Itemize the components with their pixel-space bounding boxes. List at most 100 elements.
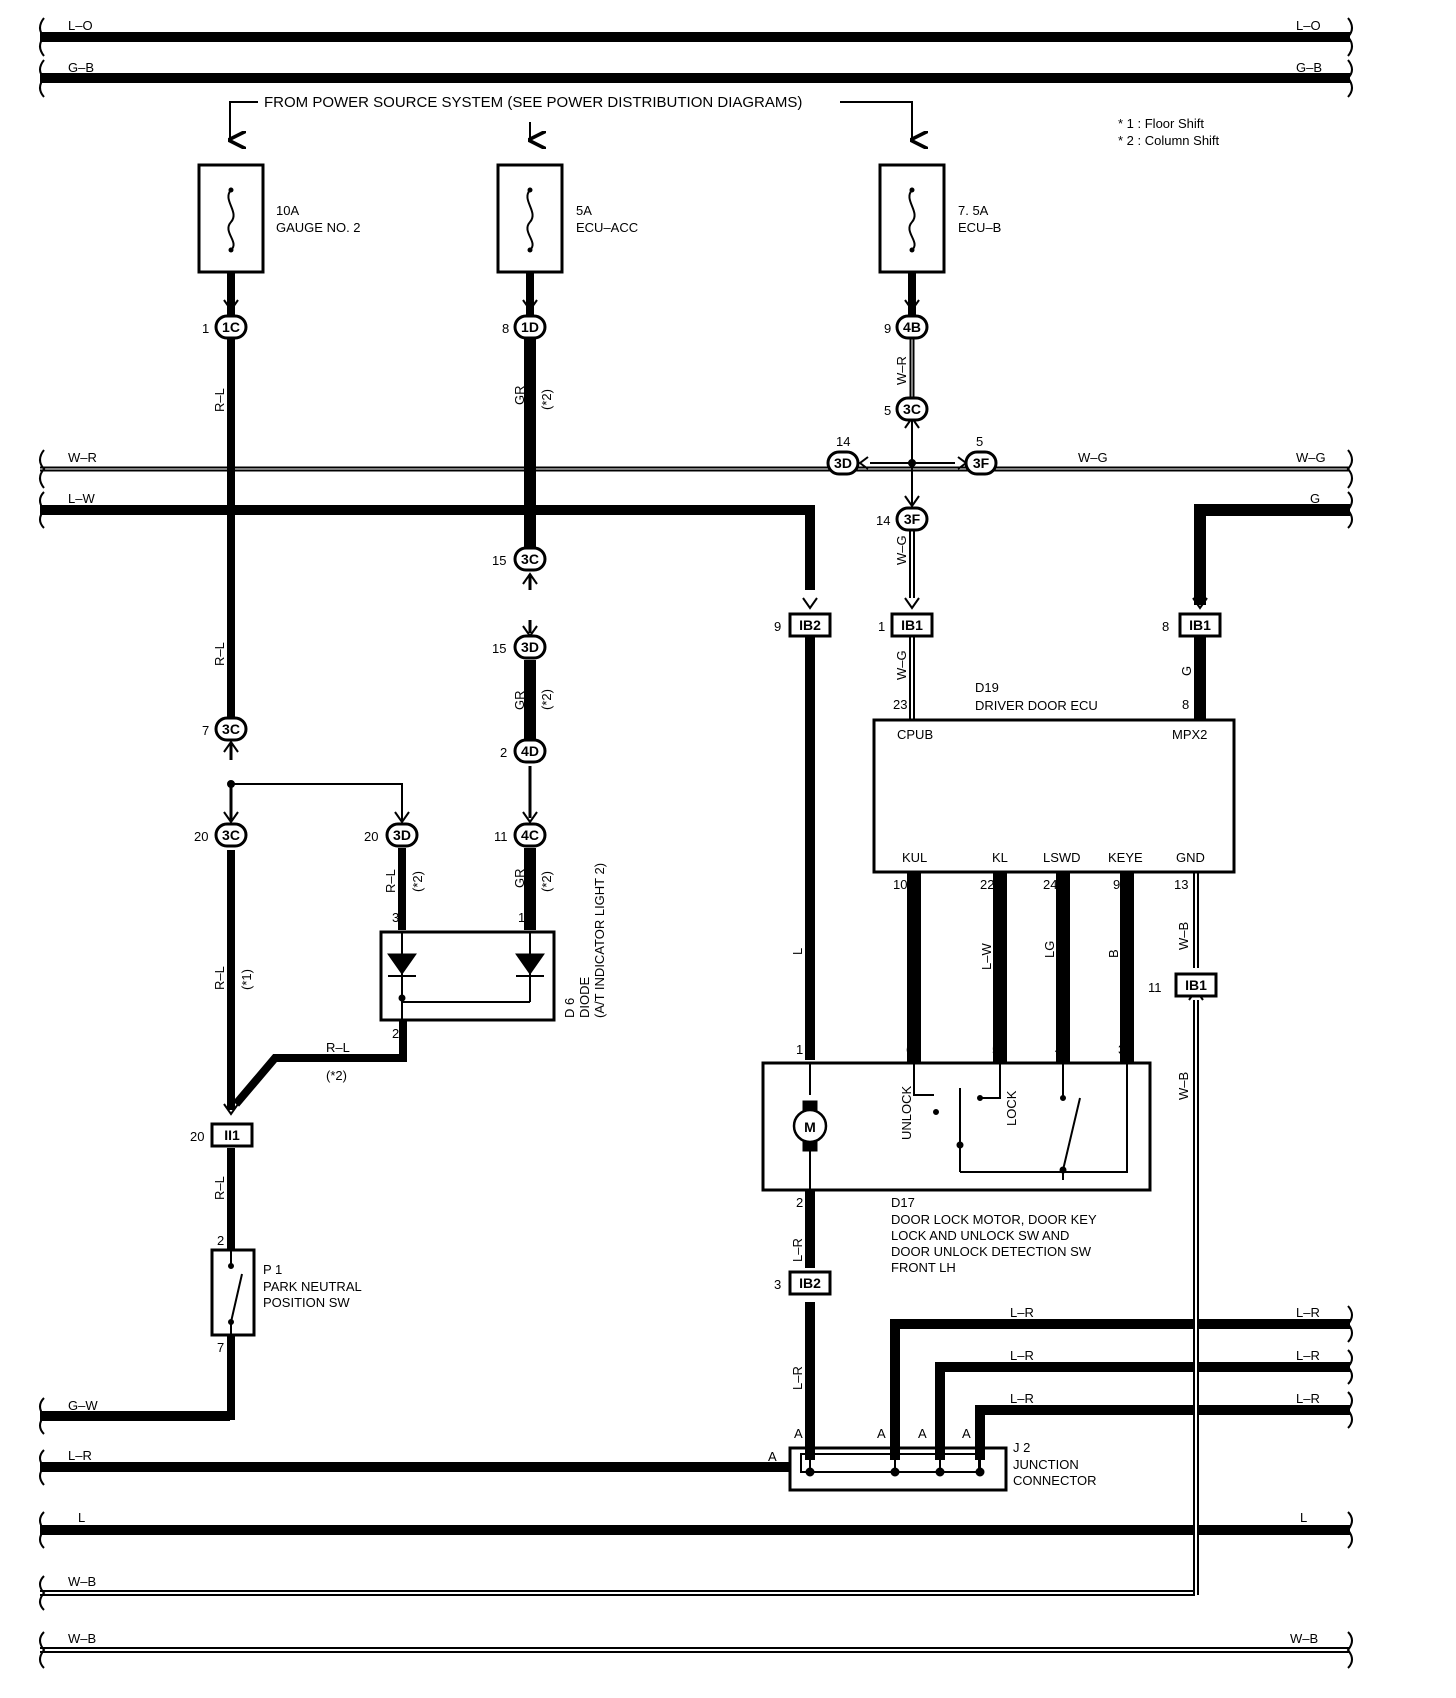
- bus-label-g: G: [1310, 491, 1320, 506]
- connector-3f-a: 3F: [964, 450, 998, 476]
- svg-text:6: 6: [906, 1042, 913, 1057]
- park-neutral-switch-p1: [210, 1248, 256, 1337]
- svg-text:IB2: IB2: [799, 1275, 821, 1291]
- svg-text:4: 4: [1055, 1042, 1062, 1057]
- connector-3f-b: 3F: [895, 506, 929, 532]
- connector-ib1-b: IB1: [1178, 612, 1222, 638]
- bus-label-l-r-1-right: L–R: [1296, 1305, 1320, 1320]
- svg-text:(*2): (*2): [539, 871, 554, 892]
- bus-label-w-b-2: W–B: [68, 1631, 96, 1646]
- svg-text:2: 2: [796, 1195, 803, 1210]
- svg-text:13: 13: [1174, 877, 1188, 892]
- note-column-shift: * 2 : Column Shift: [1118, 133, 1220, 148]
- svg-text:2: 2: [392, 1026, 399, 1041]
- door-lock-motor-d17: [761, 1061, 1152, 1192]
- svg-text:4D: 4D: [521, 743, 539, 759]
- ecu-code: D19: [975, 680, 999, 695]
- motor-symbol: M: [804, 1119, 816, 1135]
- svg-text:4B: 4B: [903, 319, 921, 335]
- motor-line-4: FRONT LH: [891, 1260, 956, 1275]
- svg-text:A: A: [794, 1426, 803, 1441]
- diode-name: DIODE: [577, 977, 592, 1019]
- fuse-ecu-acc: [496, 163, 564, 274]
- bus-label-g-w: G–W: [68, 1398, 98, 1413]
- fuse-2-amp: 5A: [576, 203, 592, 218]
- svg-text:1: 1: [878, 619, 885, 634]
- connector-4b: 4B: [895, 314, 929, 340]
- svg-text:A: A: [768, 1449, 777, 1464]
- svg-text:A: A: [877, 1426, 886, 1441]
- connector-1d: 1D: [513, 314, 547, 340]
- svg-text:W–R: W–R: [894, 356, 909, 385]
- junction-line-1: JUNCTION: [1013, 1457, 1079, 1472]
- fuse-3-amp: 7. 5A: [958, 203, 989, 218]
- svg-text:5: 5: [884, 403, 891, 418]
- svg-text:1: 1: [796, 1042, 803, 1057]
- svg-text:IB1: IB1: [901, 617, 923, 633]
- bus-label-g-b-right: G–B: [1296, 60, 1322, 75]
- ecu-pin-keye: KEYE: [1108, 850, 1143, 865]
- svg-text:L–R: L–R: [790, 1366, 805, 1390]
- svg-text:3D: 3D: [521, 639, 539, 655]
- svg-text:W–G: W–G: [894, 650, 909, 680]
- bus-label-l-r-1: L–R: [1010, 1305, 1034, 1320]
- svg-text:24: 24: [1043, 877, 1057, 892]
- svg-text:GR: GR: [512, 386, 527, 406]
- svg-text:4C: 4C: [521, 827, 539, 843]
- svg-text:2: 2: [217, 1233, 224, 1248]
- svg-text:22: 22: [980, 877, 994, 892]
- svg-text:(*2): (*2): [410, 871, 425, 892]
- svg-text:LG: LG: [1042, 941, 1057, 958]
- ecu-name: DRIVER DOOR ECU: [975, 698, 1098, 713]
- bus-label-l-r-3: L–R: [1010, 1391, 1034, 1406]
- fuse-ecu-b: [878, 163, 946, 274]
- svg-text:IB1: IB1: [1185, 977, 1207, 993]
- svg-text:R–L: R–L: [212, 388, 227, 412]
- bus-label-w-g-right: W–G: [1296, 450, 1326, 465]
- park-line-1: PARK NEUTRAL: [263, 1279, 362, 1294]
- svg-text:3F: 3F: [973, 455, 990, 471]
- svg-text:(*1): (*1): [239, 969, 254, 990]
- diode-sub: (A/T INDICATOR LIGHT 2): [592, 863, 607, 1018]
- ecu-pin-gnd: GND: [1176, 850, 1205, 865]
- svg-text:L–W: L–W: [979, 943, 994, 970]
- connector-4d: 4D: [513, 738, 547, 764]
- svg-text:1: 1: [518, 910, 525, 925]
- ecu-pin-kl: KL: [992, 850, 1008, 865]
- motor-line-2: LOCK AND UNLOCK SW AND: [891, 1228, 1069, 1243]
- svg-text:1D: 1D: [521, 319, 539, 335]
- pin-numbers: 1 8 9 5 14 5 14 15 15 7 2 20 20 11 9 1 8…: [190, 321, 1189, 1464]
- bus-label-w-b: W–B: [68, 1574, 96, 1589]
- connector-ib2-a: IB2: [788, 612, 832, 638]
- connector-3d-c: 3D: [385, 822, 419, 848]
- svg-text:9: 9: [884, 321, 891, 336]
- bus-label-l-r-2-right: L–R: [1296, 1348, 1320, 1363]
- bus-label-l-r: L–R: [68, 1448, 92, 1463]
- fuse-1-name: GAUGE NO. 2: [276, 220, 361, 235]
- svg-text:14: 14: [876, 513, 890, 528]
- ecu-pin-cpub: CPUB: [897, 727, 933, 742]
- svg-text:II1: II1: [224, 1127, 240, 1143]
- svg-text:15: 15: [492, 553, 506, 568]
- junction-connector-j2: [788, 1446, 1008, 1492]
- junction-marks: [223, 299, 1208, 1295]
- svg-text:W–B: W–B: [1176, 1072, 1191, 1100]
- svg-text:3C: 3C: [222, 827, 240, 843]
- motor-code: D17: [891, 1195, 915, 1210]
- svg-text:(*2): (*2): [539, 389, 554, 410]
- connector-1c: 1C: [214, 314, 248, 340]
- connector-ib1-c: IB1: [1174, 972, 1218, 998]
- svg-text:G: G: [1179, 666, 1194, 676]
- motor-line-3: DOOR UNLOCK DETECTION SW: [891, 1244, 1092, 1259]
- ecu-pin-lswd: LSWD: [1043, 850, 1081, 865]
- note-floor-shift: * 1 : Floor Shift: [1118, 116, 1204, 131]
- bus-label-l: L: [78, 1510, 85, 1525]
- motor-lock-label: LOCK: [1004, 1090, 1019, 1126]
- svg-text:R–L: R–L: [212, 966, 227, 990]
- svg-text:23: 23: [893, 697, 907, 712]
- connectors: 1C 1D 4B 3C 3D 3F 3F 3C: [210, 314, 1222, 1296]
- svg-text:R–L: R–L: [326, 1040, 350, 1055]
- svg-text:W–G: W–G: [894, 535, 909, 565]
- svg-text:3D: 3D: [393, 827, 411, 843]
- power-source-lines: [230, 101, 912, 140]
